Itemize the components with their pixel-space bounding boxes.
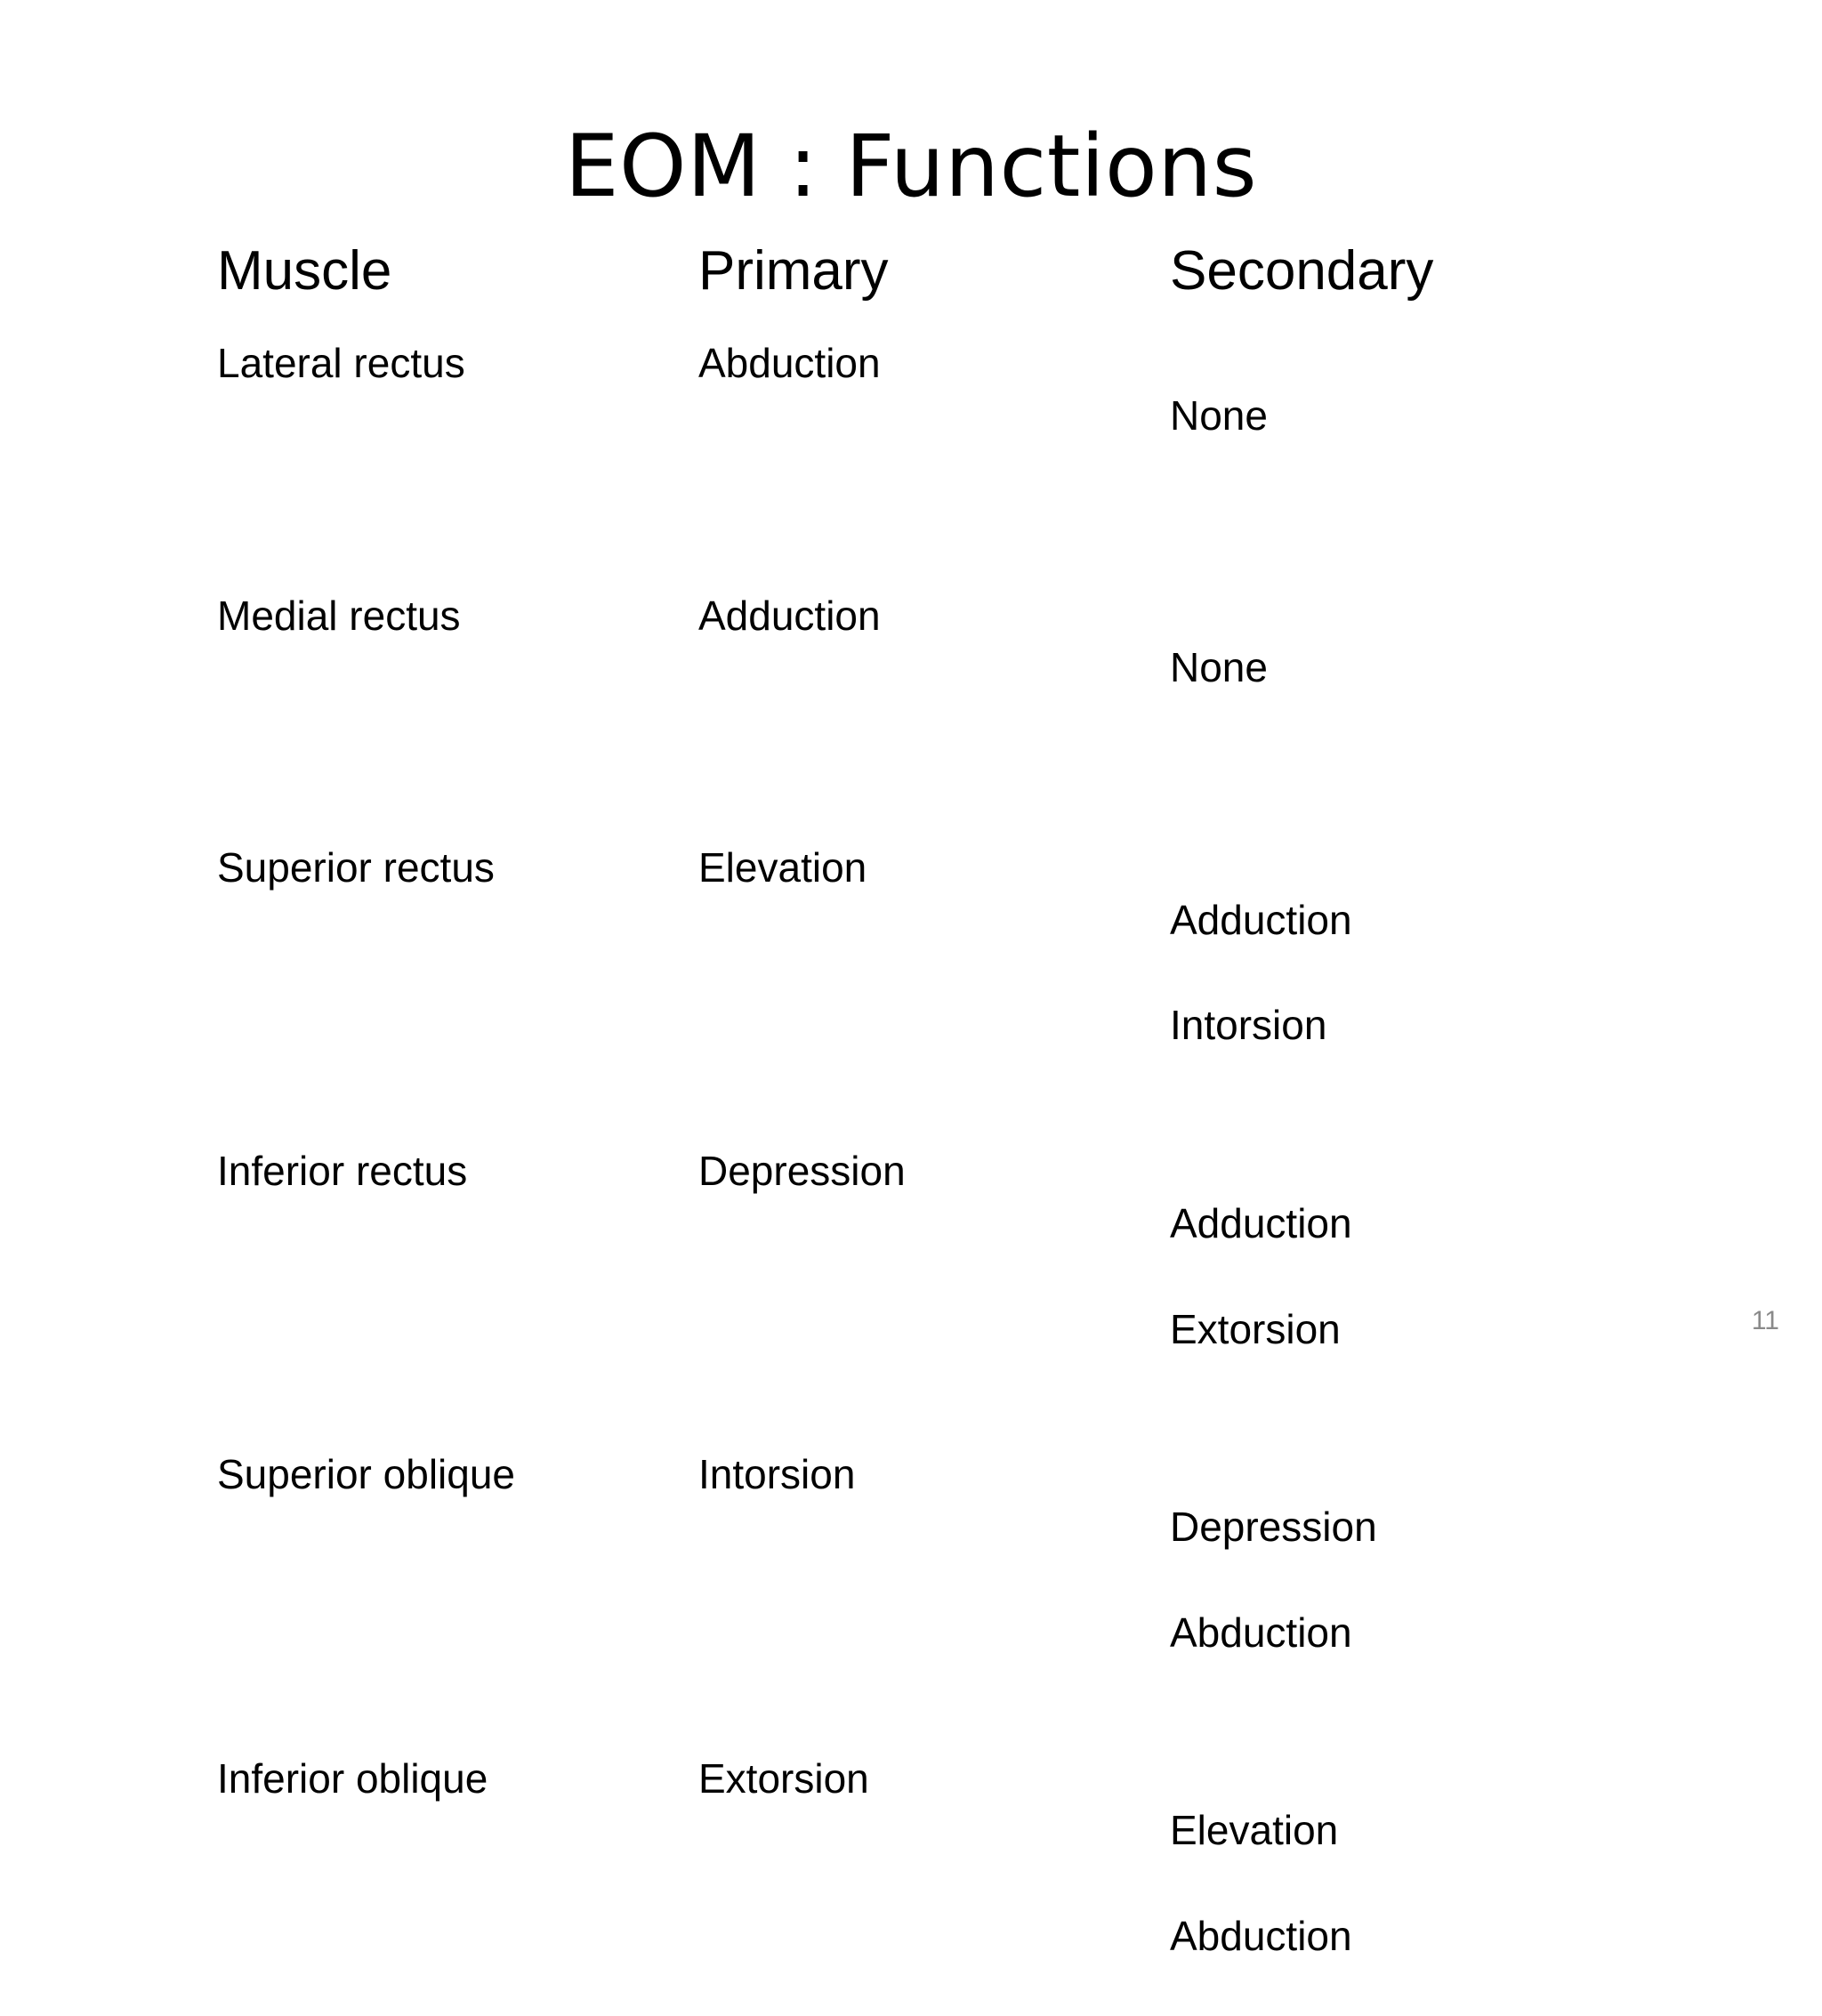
cell-secondary-line-2: Abduction	[1170, 1913, 1352, 1960]
cell-secondary-line-1: None	[1170, 644, 1268, 691]
page-title: EOM : Functions	[564, 117, 1258, 217]
slide-canvas: EOM : Functions Muscle Primary Secondary…	[217, 117, 1779, 1960]
page-number: 11	[1751, 1306, 1779, 1335]
cell-secondary: None	[1170, 548, 1676, 800]
cell-secondary: Adduction Intorsion	[1170, 800, 1676, 1105]
cell-secondary-line-2: Abduction	[1170, 1609, 1352, 1656]
cell-muscle: Superior oblique	[217, 1451, 516, 1498]
column-header-secondary: Secondary	[1170, 240, 1434, 302]
cell-muscle: Inferior rectus	[217, 1148, 468, 1195]
cell-secondary: Elevation Abduction	[1170, 1713, 1676, 2016]
cell-secondary: None	[1170, 300, 1676, 547]
cell-secondary-line-2: Intorsion	[1170, 1002, 1327, 1049]
cell-secondary-line-1: None	[1170, 391, 1268, 439]
cell-muscle: Superior rectus	[217, 843, 495, 891]
cell-secondary-line-1: Depression	[1170, 1504, 1377, 1551]
cell-primary: Depression	[698, 1148, 906, 1195]
cell-secondary: Adduction Extorsion	[1170, 1105, 1676, 1408]
cell-secondary-line-1: Elevation	[1170, 1807, 1339, 1854]
cell-secondary-line-1: Adduction	[1170, 896, 1352, 943]
eom-functions-table: Muscle Primary Secondary Lateral rectus …	[217, 242, 1676, 2016]
cell-primary: Intorsion	[698, 1451, 856, 1498]
cell-secondary-line-2: Extorsion	[1170, 1305, 1341, 1352]
column-header-primary: Primary	[698, 240, 889, 302]
cell-muscle: Medial rectus	[217, 592, 461, 639]
cell-primary: Extorsion	[698, 1754, 869, 1802]
cell-primary: Elevation	[698, 843, 867, 891]
table-grid: Muscle Primary Secondary Lateral rectus …	[217, 242, 1676, 2016]
column-header-muscle: Muscle	[217, 240, 392, 302]
cell-muscle: Inferior oblique	[217, 1754, 488, 1802]
cell-secondary-line-1: Adduction	[1170, 1200, 1352, 1247]
cell-muscle: Lateral rectus	[217, 340, 465, 387]
cell-secondary: Depression Abduction	[1170, 1408, 1676, 1712]
cell-primary: Adduction	[698, 592, 881, 639]
cell-primary: Abduction	[698, 340, 881, 387]
